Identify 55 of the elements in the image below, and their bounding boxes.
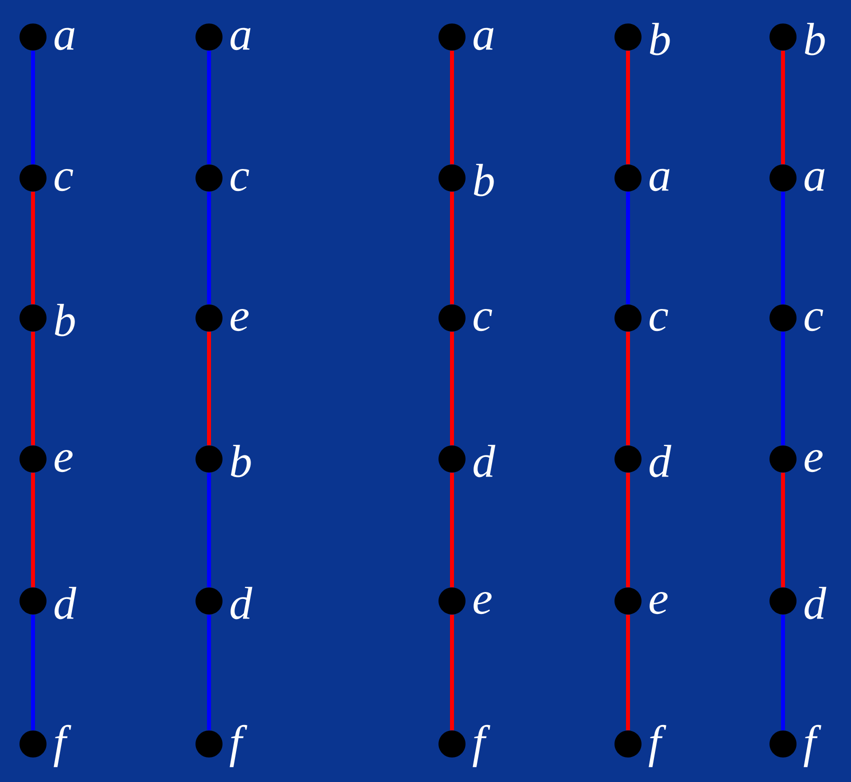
vertex-label: c (474, 308, 492, 332)
vertex-label: a (474, 28, 494, 50)
line (207, 332, 211, 446)
line (626, 192, 630, 304)
vertex-label: e (804, 450, 823, 472)
vertex-label: d (230, 586, 252, 620)
vertex-label: b (474, 164, 494, 196)
vertex-label: c (54, 168, 74, 192)
line (207, 192, 211, 304)
line (207, 614, 211, 730)
line (781, 614, 785, 730)
vertex-label: b (650, 22, 670, 56)
vertex-label: a (804, 168, 824, 192)
line (626, 332, 630, 446)
line (781, 332, 785, 446)
line (450, 50, 454, 164)
line (31, 50, 35, 164)
vertex-label: a (54, 28, 74, 50)
line (781, 472, 785, 588)
line (31, 332, 35, 446)
line (207, 472, 211, 588)
vertex-label: e (54, 450, 73, 472)
vertex-label: e (230, 308, 249, 332)
vertex-label: d (650, 444, 672, 478)
vertex-label: f (54, 724, 72, 768)
line (781, 50, 785, 164)
line (207, 50, 211, 164)
line (626, 472, 630, 588)
vertex-label: b (804, 22, 825, 56)
line (31, 614, 35, 730)
vertex-label: c (650, 308, 668, 332)
line (450, 332, 454, 446)
vertex-label: f (472, 724, 490, 768)
vertex-label: f (648, 724, 666, 768)
vertex-label: a (650, 168, 670, 192)
vertex-label: e (650, 592, 668, 614)
vertex-label: c (230, 168, 250, 192)
line (626, 614, 630, 730)
vertex-label: b (54, 304, 75, 336)
vertex-label: d (474, 444, 496, 478)
vertex-label: f (804, 724, 822, 768)
line (450, 472, 454, 588)
vertex-label: e (474, 592, 492, 614)
vertex-label: d (54, 586, 76, 620)
vertex-label: c (804, 308, 824, 332)
line (626, 50, 630, 164)
vertex-label: b (230, 444, 251, 478)
line (781, 192, 785, 304)
line (450, 192, 454, 304)
line (450, 614, 454, 730)
vertex-label: f (230, 724, 248, 768)
vertex-label: d (804, 586, 826, 620)
line (31, 472, 35, 588)
line (31, 192, 35, 304)
vertex-label: a (230, 28, 250, 50)
